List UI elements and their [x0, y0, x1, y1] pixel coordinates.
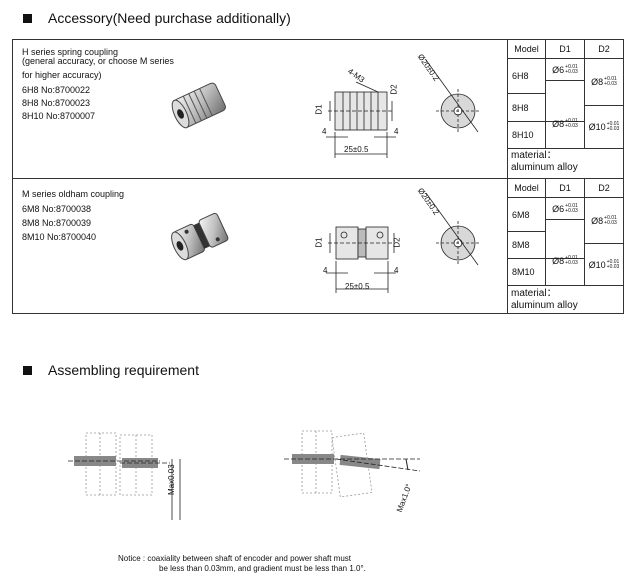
m-series-drawing	[326, 192, 480, 293]
section-title-text: Assembling requirement	[48, 362, 199, 378]
h-dim-d1: D1	[314, 104, 324, 115]
m-series-panel: M series oldham coupling 6M8 No:8700038 …	[12, 178, 624, 314]
m-row-model-2: 8M8	[512, 240, 530, 250]
m-dim-w4a: 4	[323, 266, 328, 275]
m-dim-d2: D2	[392, 237, 402, 248]
m-dim-length: 25±0.5	[345, 282, 370, 291]
m-d2-b: Ø10 +0.01+0.03	[588, 258, 620, 270]
bullet-square-icon	[23, 365, 32, 375]
m-th-d2: D2	[598, 183, 610, 193]
max-offset-label: Max0.03	[167, 464, 176, 495]
h-desc-1: H series spring coupling	[22, 47, 119, 57]
h-d2-b: Ø10 +0.01+0.03	[588, 121, 620, 133]
h-material-value: aluminum alloy	[511, 162, 578, 173]
h-row-model-1: 6H8	[512, 71, 529, 81]
h-model-2: 8H8 No:8700023	[22, 98, 91, 108]
notice-line-1: Notice : coaxiality between shaft of enc…	[118, 554, 352, 563]
m-desc-1: M series oldham coupling	[22, 189, 125, 199]
h-d1-b: Ø8 +0.01+0.03	[552, 118, 578, 130]
h-desc-2: (general accuracy, or choose M series	[22, 56, 174, 66]
h-d2-a: Ø8 +0.01+0.03	[591, 76, 617, 88]
h-th-model: Model	[514, 44, 539, 54]
notice-line-2: be less than 0.03mm, and gradient must b…	[159, 564, 366, 573]
bullet-square-icon	[23, 13, 32, 23]
h-series-drawing	[326, 59, 480, 158]
section-title-text: Accessory(Need purchase additionally)	[48, 10, 291, 26]
m-material-value: aluminum alloy	[511, 300, 578, 311]
m-d1-b: Ø8 +0.01+0.03	[552, 255, 578, 267]
section-title-assembling: Assembling requirement	[23, 362, 199, 378]
h-th-d2: D2	[598, 44, 610, 54]
m-th-d1: D1	[559, 183, 571, 193]
h-model-1: 6H8 No:8700022	[22, 85, 91, 95]
h-material-label: material：	[511, 150, 557, 161]
h-series-panel: H series spring coupling (general accura…	[12, 39, 624, 179]
m-d1-a: Ø6 +0.01+0.03	[552, 202, 578, 214]
h-dim-w4a: 4	[322, 127, 327, 136]
m-model-2: 8M8 No:8700039	[22, 218, 92, 228]
section-title-accessory: Accessory(Need purchase additionally)	[23, 10, 291, 26]
spring-coupling-image	[171, 82, 226, 129]
h-dim-d2: D2	[389, 84, 399, 95]
m-dim-d1: D1	[314, 237, 324, 248]
m-th-model: Model	[514, 183, 539, 193]
oldham-coupling-image	[171, 212, 229, 261]
h-model-3: 8H10 No:8700007	[22, 111, 96, 121]
notice-text: Notice : coaxiality between shaft of enc…	[118, 554, 366, 574]
m-row-model-3: 8M10	[512, 267, 535, 277]
h-row-model-2: 8H8	[512, 102, 529, 113]
h-desc-3: for higher accuracy)	[22, 70, 102, 80]
m-model-1: 6M8 No:8700038	[22, 204, 92, 214]
m-model-3: 8M10 No:8700040	[22, 232, 97, 242]
m-d2-a: Ø8 +0.01+0.03	[591, 214, 617, 226]
h-row-model-3: 8H10	[512, 130, 534, 140]
h-dim-length: 25±0.5	[344, 145, 369, 154]
h-dim-w4b: 4	[394, 127, 399, 136]
m-material-label: material：	[511, 288, 557, 299]
offset-diagram	[68, 432, 181, 520]
m-dim-w4b: 4	[394, 266, 399, 275]
m-row-model-1: 6M8	[512, 209, 530, 220]
angle-diagram	[284, 430, 421, 498]
h-th-d1: D1	[559, 44, 571, 54]
h-d1-a: Ø6 +0.01+0.03	[552, 63, 578, 75]
